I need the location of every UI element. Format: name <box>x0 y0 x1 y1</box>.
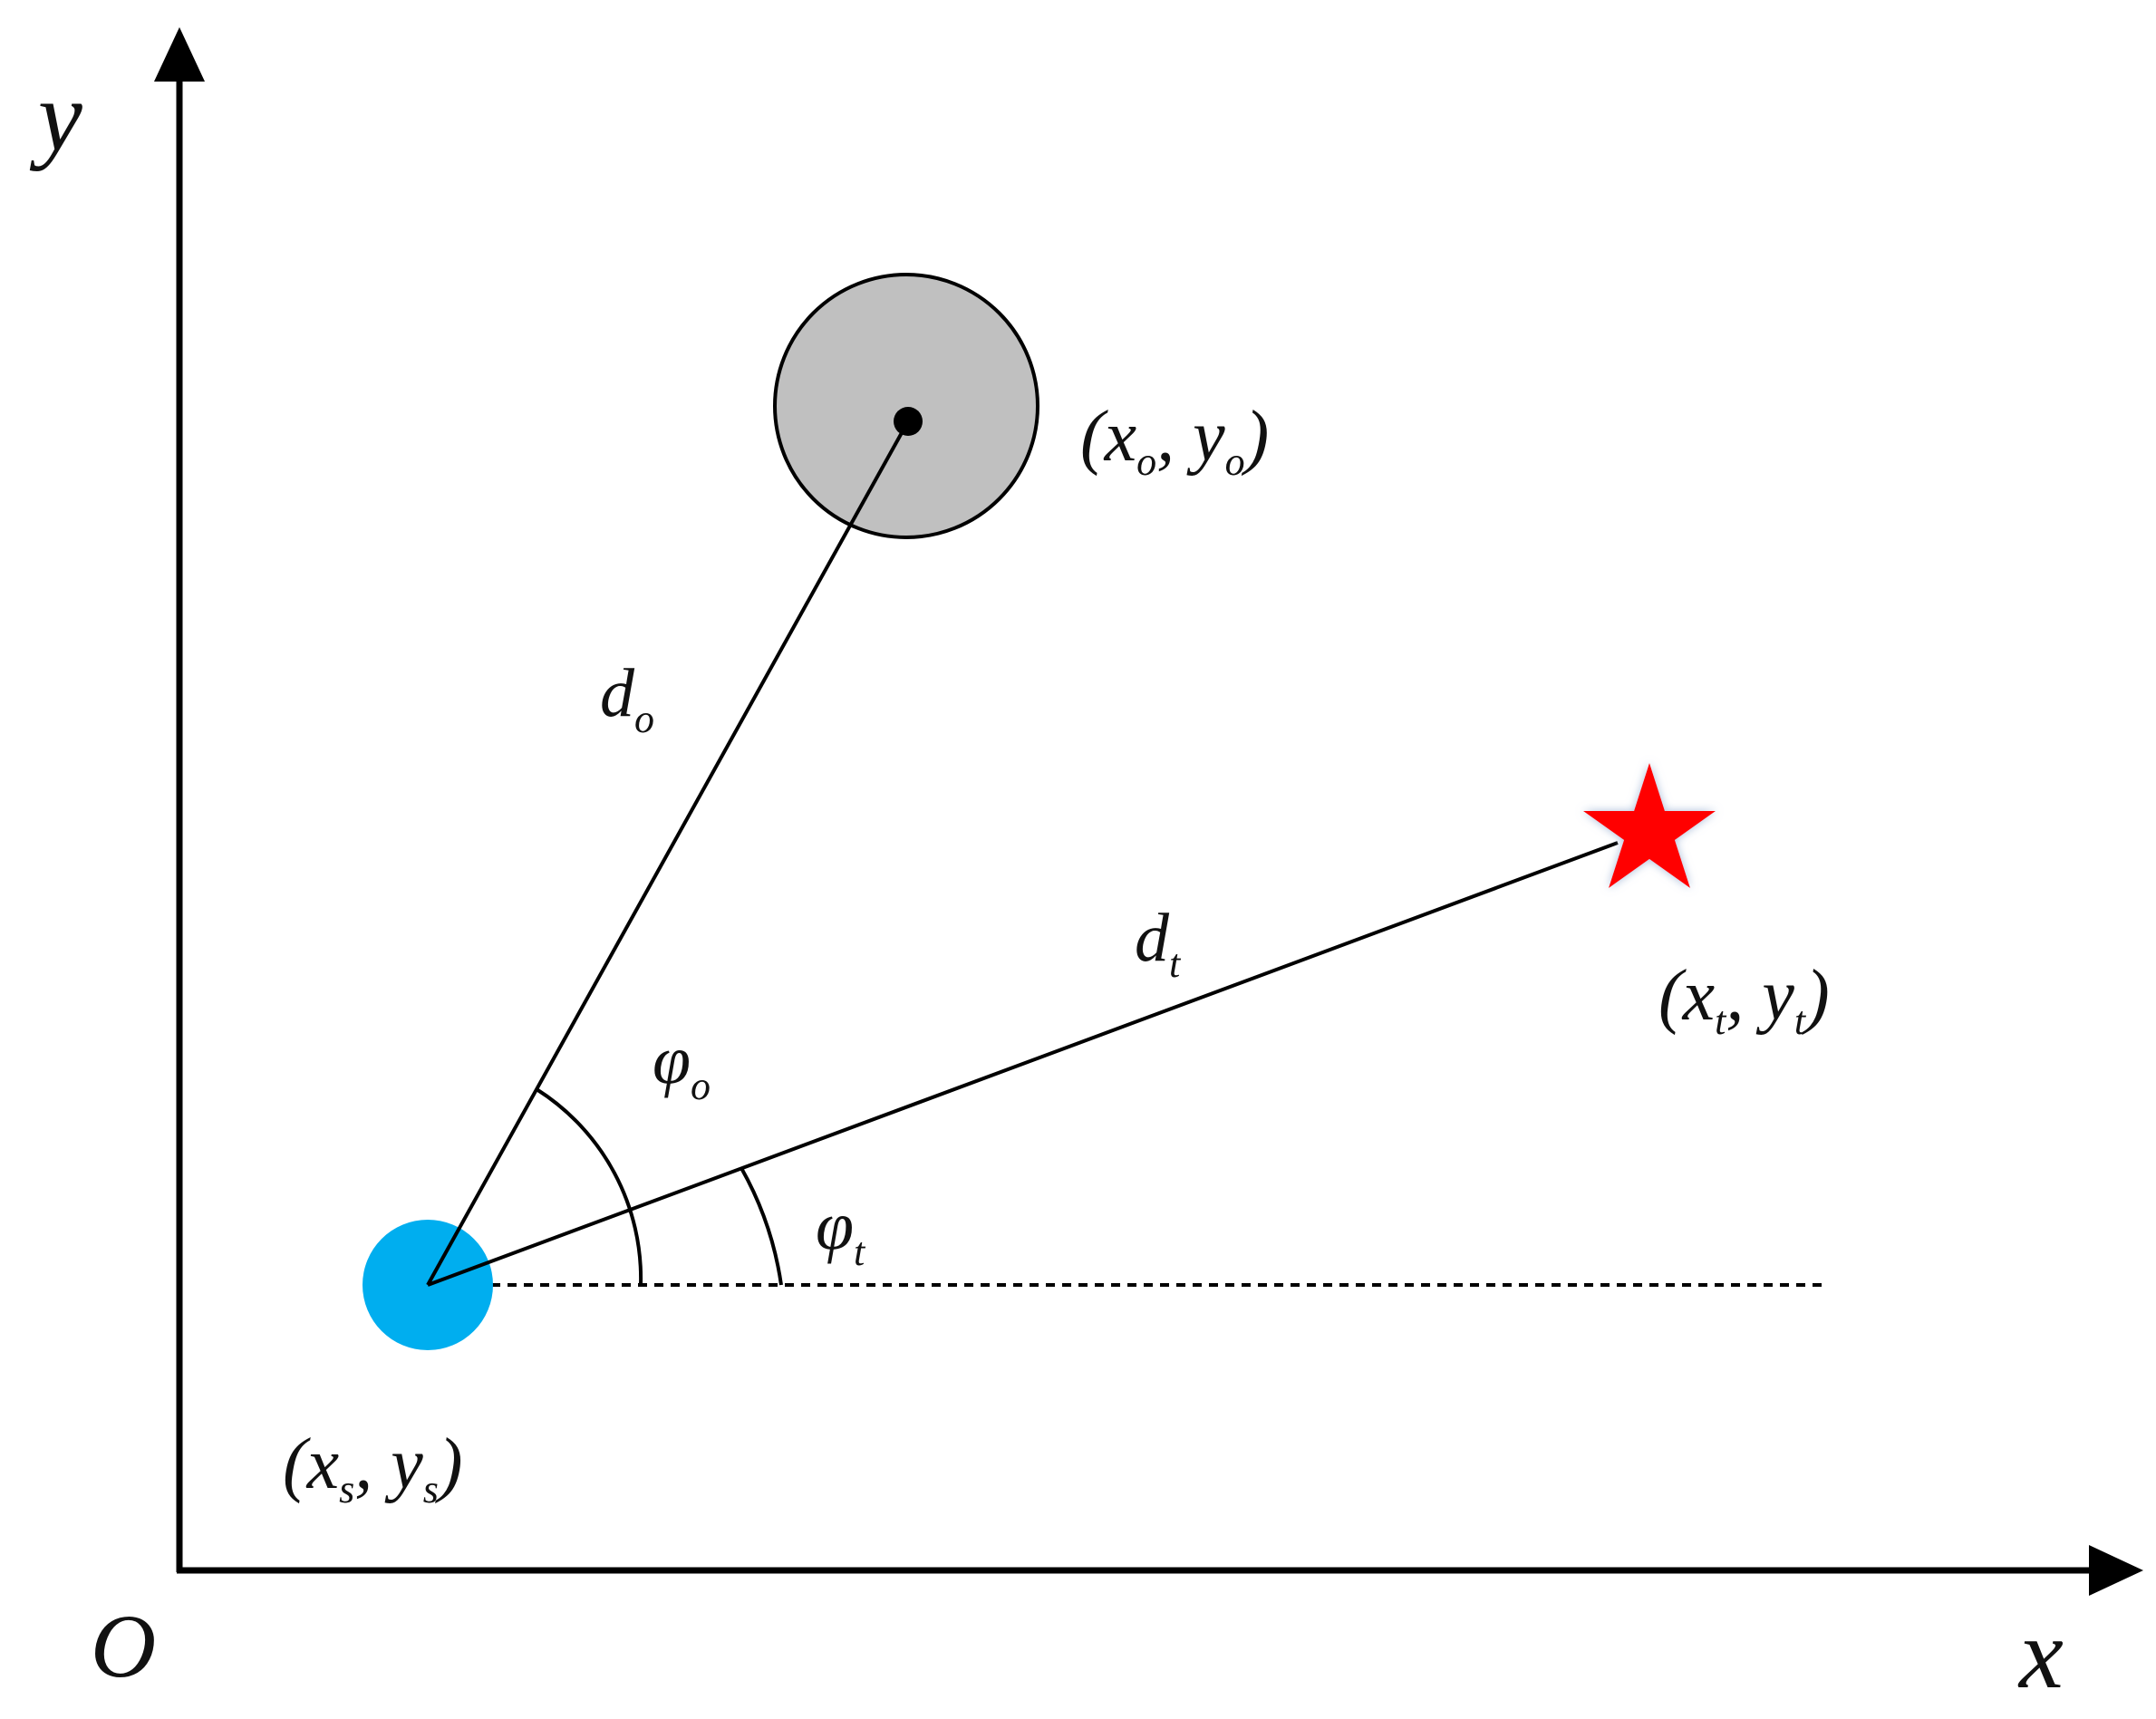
y-axis-arrowhead <box>154 27 205 82</box>
target-distance-label: dt <box>1135 900 1182 986</box>
coord-sep: , <box>354 1424 391 1504</box>
paren-close: ) <box>1242 397 1270 477</box>
paren-close: ) <box>1802 956 1830 1036</box>
coord-x: x <box>306 1424 340 1504</box>
obstacle-circle <box>773 273 1039 539</box>
coord-y-sub: t <box>1794 999 1807 1043</box>
coord-x-sub: o <box>1136 439 1156 484</box>
x-axis-label: x <box>2017 1598 2064 1709</box>
y-axis-label: y <box>29 61 82 171</box>
obstacle-distance-label: do <box>600 655 654 741</box>
target-star-icon <box>1583 763 1716 888</box>
coord-x: x <box>1682 956 1716 1036</box>
target-distance-base: d <box>1135 900 1170 976</box>
obstacle-distance-base: d <box>600 655 635 731</box>
target-angle-base: φ <box>816 1188 854 1264</box>
target-angle-label: φt <box>816 1188 866 1274</box>
distance-line-target <box>427 841 1619 1287</box>
coord-x-sub: s <box>339 1467 354 1511</box>
coord-y: y <box>1186 397 1225 477</box>
coord-x-sub: t <box>1715 999 1727 1043</box>
target-distance-sub: t <box>1169 942 1182 986</box>
source-coordinate-label: (xs, ys) <box>283 1424 463 1511</box>
coord-y: y <box>1755 956 1794 1036</box>
paren-open: ( <box>283 1424 311 1504</box>
coord-sep: , <box>1726 956 1762 1036</box>
coord-y-sub: s <box>423 1467 439 1511</box>
coord-y: y <box>384 1424 423 1504</box>
paren-open: ( <box>1658 956 1687 1036</box>
angle-arc-target <box>740 1167 783 1286</box>
coord-sep: , <box>1156 397 1193 477</box>
obstacle-distance-sub: o <box>634 697 654 741</box>
distance-line-obstacle <box>426 420 910 1286</box>
obstacle-angle-base: φ <box>653 1022 691 1098</box>
target-angle-sub: t <box>854 1230 866 1274</box>
paren-open: ( <box>1080 397 1108 477</box>
origin-label: O <box>91 1596 156 1696</box>
coord-y-sub: o <box>1225 439 1245 484</box>
obstacle-angle-label: φo <box>653 1022 711 1108</box>
obstacle-coordinate-label: (xo, yo) <box>1080 397 1269 484</box>
paren-close: ) <box>435 1424 463 1504</box>
angle-arc-obstacle <box>535 1087 643 1286</box>
x-axis-arrowhead <box>2089 1545 2143 1596</box>
target-coordinate-label: (xt, yt) <box>1658 956 1830 1043</box>
coord-x: x <box>1104 397 1137 477</box>
obstacle-angle-sub: o <box>691 1064 711 1108</box>
